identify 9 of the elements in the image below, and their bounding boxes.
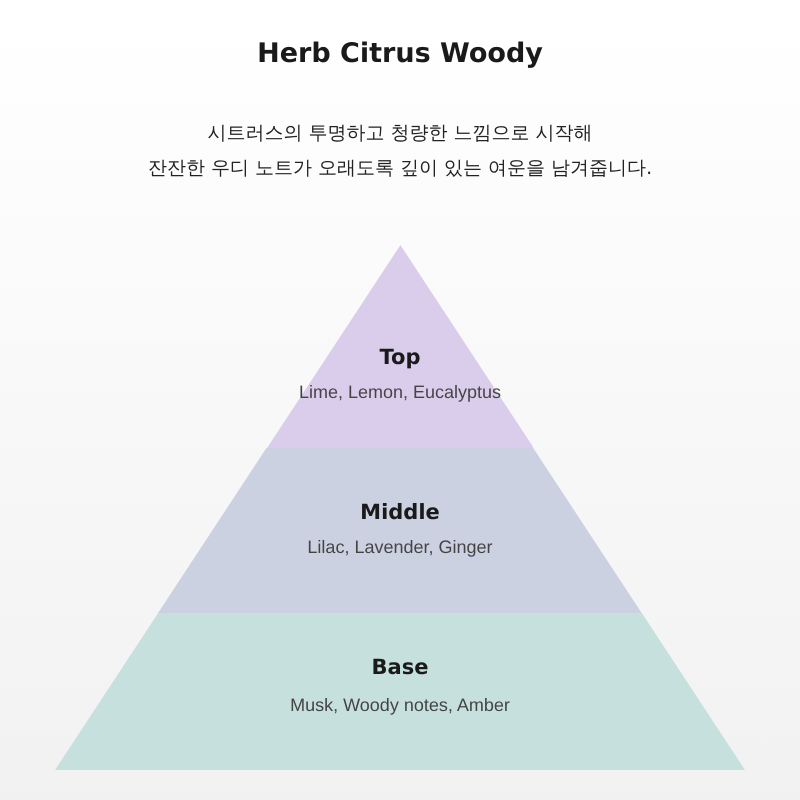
tier-heading: Base <box>370 655 430 679</box>
notes-list: Lime, Lemon, Eucalyptus <box>266 382 534 403</box>
description-text: 시트러스의 투명하고 청량한 느낌으로 시작해 <box>206 121 594 146</box>
tier-heading: Middle <box>359 500 441 524</box>
description-text: 잔잔한 우디 노트가 오래도록 깊이 있는 여운을 남겨줍니다. <box>146 156 654 181</box>
tier-heading: Top <box>378 345 422 369</box>
notes-list: Lilac, Lavender, Ginger <box>158 537 642 558</box>
notes-list: Musk, Woody notes, Amber <box>55 695 745 716</box>
diagram-title: Herb Citrus Woody <box>256 38 544 69</box>
